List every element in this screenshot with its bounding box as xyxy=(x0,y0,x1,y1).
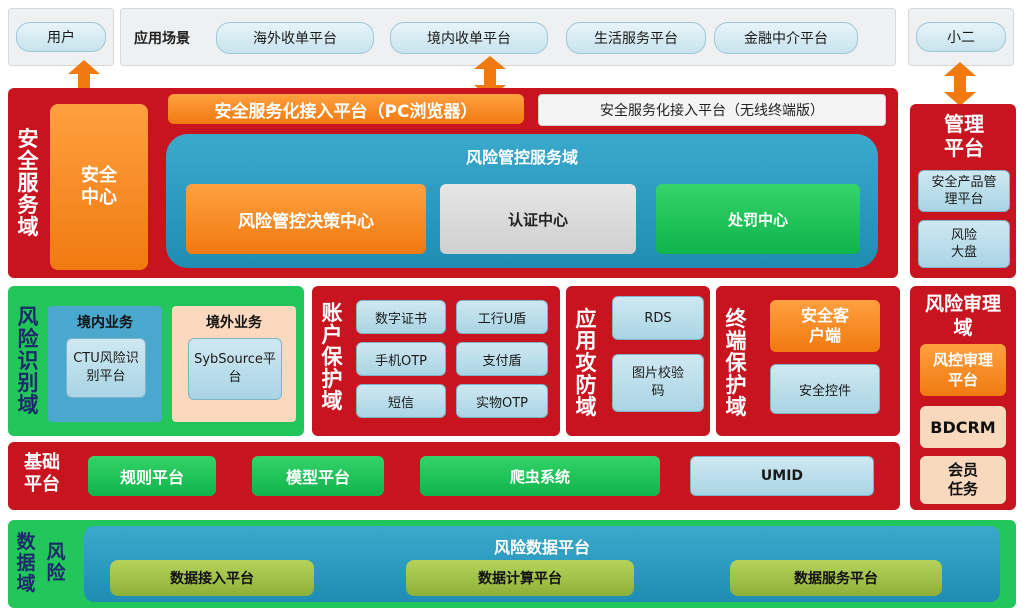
wireless-access-platform[interactable]: 安全服务化接入平台（无线终端版） xyxy=(538,94,886,126)
security-control[interactable]: 安全控件 xyxy=(770,364,880,414)
scene-label: 应用场景 xyxy=(134,31,190,47)
risk-data-platform-title: 风险数据平台 xyxy=(493,538,590,557)
rule-platform[interactable]: 规则平台 xyxy=(88,456,216,496)
xiaoer-pill[interactable]: 小二 xyxy=(916,22,1006,52)
umid[interactable]: UMID xyxy=(690,456,874,496)
digital-cert[interactable]: 数字证书 xyxy=(356,300,446,334)
terminal-protection-title: 终端保护域 xyxy=(725,307,747,419)
member-task[interactable]: 会员任务 xyxy=(920,456,1006,504)
crawler-system[interactable]: 爬虫系统 xyxy=(420,456,660,496)
overseas-business-title: 境外业务 xyxy=(206,315,262,331)
security-center[interactable]: 安全中心 xyxy=(50,104,148,270)
risk-identify-title: 风险识别域 xyxy=(17,305,39,417)
management-title: 管理平台 xyxy=(944,112,984,160)
penalty-center[interactable]: 处罚中心 xyxy=(656,184,860,254)
auth-center[interactable]: 认证中心 xyxy=(440,184,636,254)
mobile-otp[interactable]: 手机OTP xyxy=(356,342,446,376)
payment-shield[interactable]: 支付盾 xyxy=(456,342,548,376)
domestic-business-title: 境内业务 xyxy=(77,315,133,331)
data-domain-title-b: 风险 xyxy=(46,541,66,584)
risk-decision-center[interactable]: 风险管控决策中心 xyxy=(186,184,426,254)
scene-domestic[interactable]: 境内收单平台 xyxy=(390,22,548,54)
ctu-risk-platform[interactable]: CTU风险识别平台 xyxy=(66,338,146,398)
user-pill[interactable]: 用户 xyxy=(16,22,106,52)
scene-finance[interactable]: 金融中介平台 xyxy=(714,22,858,54)
account-protection-title: 账户保护域 xyxy=(321,301,343,413)
pc-access-platform[interactable]: 安全服务化接入平台（PC浏览器） xyxy=(168,94,524,124)
risk-control-title: 风险管控服务域 xyxy=(465,148,578,167)
sybsource-platform[interactable]: SybSource平台 xyxy=(188,338,282,400)
icbc-ukey[interactable]: 工行U盾 xyxy=(456,300,548,334)
base-platform-title: 基础平台 xyxy=(24,452,60,495)
physical-otp[interactable]: 实物OTP xyxy=(456,384,548,418)
risk-dashboard[interactable]: 风险大盘 xyxy=(918,220,1010,268)
data-ingest-platform[interactable]: 数据接入平台 xyxy=(110,560,314,596)
model-platform[interactable]: 模型平台 xyxy=(252,456,384,496)
security-product-platform[interactable]: 安全产品管理平台 xyxy=(918,170,1010,212)
bdcrm[interactable]: BDCRM xyxy=(920,406,1006,448)
security-client[interactable]: 安全客户端 xyxy=(770,300,880,352)
data-compute-platform[interactable]: 数据计算平台 xyxy=(406,560,634,596)
domestic-arrow-icon xyxy=(474,56,506,98)
app-attack-title: 应用攻防域 xyxy=(575,307,597,419)
security-domain-title: 安全服务域 xyxy=(17,127,39,239)
risk-audit-platform[interactable]: 风控审理平台 xyxy=(920,344,1006,396)
data-service-platform[interactable]: 数据服务平台 xyxy=(730,560,942,596)
risk-audit-title: 风险审理域 xyxy=(924,293,1001,339)
rds[interactable]: RDS xyxy=(612,296,704,340)
xiaoer-arrow-icon xyxy=(944,62,976,106)
data-domain-title-a: 数据域 xyxy=(16,531,36,595)
image-captcha[interactable]: 图片校验码 xyxy=(612,354,704,412)
sms[interactable]: 短信 xyxy=(356,384,446,418)
scene-life[interactable]: 生活服务平台 xyxy=(566,22,706,54)
scene-overseas[interactable]: 海外收单平台 xyxy=(216,22,374,54)
